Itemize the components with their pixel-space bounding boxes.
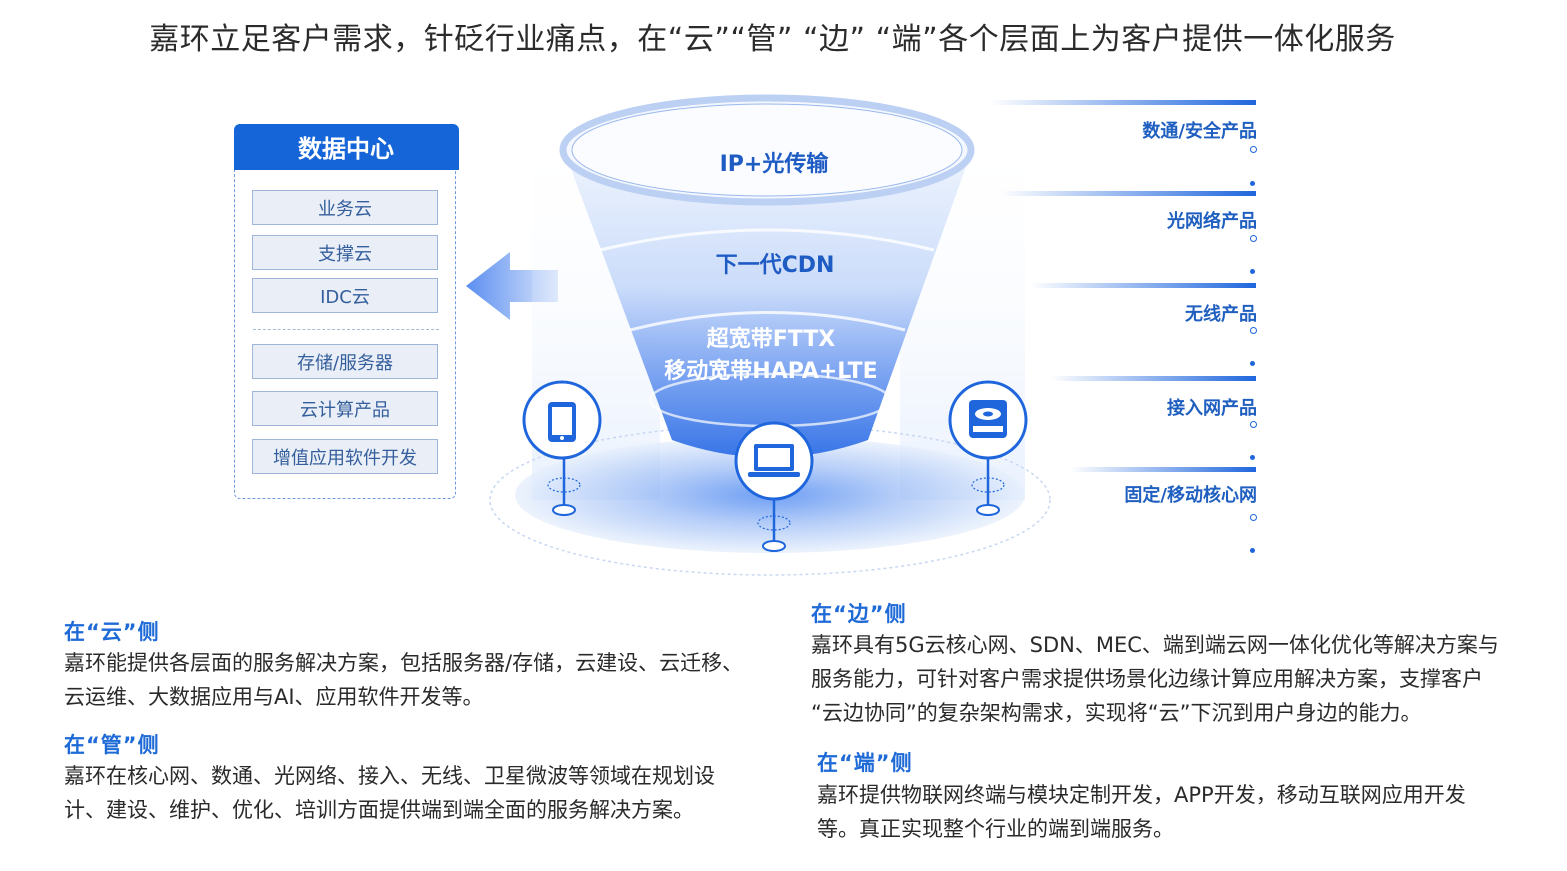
funnel-diagram: IP+光传输 下一代CDN 超宽带FTTX 移动宽带HAPA+LTE: [489, 94, 1051, 576]
section-cloud-title: 在“云”侧: [64, 620, 160, 644]
dot: [1250, 327, 1257, 334]
funnel-layer3-label-2: 移动宽带HAPA+LTE: [664, 358, 877, 384]
dot: [1250, 514, 1257, 521]
dc-item-support-cloud: 支撑云: [252, 235, 438, 270]
dc-item-cloud-computing: 云计算产品: [252, 391, 438, 426]
product-line-3: [1030, 283, 1256, 288]
product-line-2: [1000, 191, 1256, 196]
section-cloud-line: 嘉环能提供各层面的服务解决方案，包括服务器/存储，云建设、云迁移、: [64, 651, 744, 675]
dot: [1250, 455, 1255, 460]
section-cloud-body: 嘉环能提供各层面的服务解决方案，包括服务器/存储，云建设、云迁移、 云运维、大数…: [64, 646, 743, 714]
section-cloud-line: 云运维、大数据应用与AI、应用软件开发等。: [64, 685, 484, 709]
section-pipe-title: 在“管”侧: [64, 733, 160, 757]
section-pipe-body: 嘉环在核心网、数通、光网络、接入、无线、卫星微波等领域在规划设 计、建设、维护、…: [64, 759, 715, 827]
section-pipe-line: 计、建设、维护、优化、培训方面提供端到端全面的服务解决方案。: [64, 798, 694, 822]
section-end-body: 嘉环提供物联网终端与模块定制开发，APP开发，移动互联网应用开发 等。真正实现整…: [817, 778, 1466, 846]
phone-icon: [522, 380, 602, 460]
dot: [1250, 361, 1255, 366]
dot: [1250, 548, 1255, 553]
section-edge-body: 嘉环具有5G云核心网、SDN、MEC、端到端云网一体化优化等解决方案与 服务能力…: [811, 628, 1499, 730]
funnel-layer1-label: IP+光传输: [720, 151, 830, 177]
headline: 嘉环立足客户需求，针砭行业痛点，在“云”“管” “边” “端”各个层面上为客户提…: [149, 22, 1396, 57]
dot: [1250, 269, 1255, 274]
dot: [1250, 235, 1257, 242]
product-line-1: [990, 100, 1256, 105]
data-center-panel: 数据中心 业务云 支撑云 IDC云 存储/服务器 云计算产品 增值应用软件开发: [233, 123, 459, 499]
section-edge-title: 在“边”侧: [811, 602, 907, 626]
product-label-access: 接入网产品: [1167, 398, 1257, 419]
funnel-layer2-label: 下一代CDN: [716, 253, 835, 278]
section-pipe-line: 嘉环在核心网、数通、光网络、接入、无线、卫星微波等领域在规划设: [64, 764, 715, 788]
dot: [1250, 181, 1255, 186]
product-label-optical: 光网络产品: [1167, 211, 1257, 232]
dot: [1250, 421, 1257, 428]
dc-item-idc-cloud: IDC云: [252, 278, 438, 313]
section-end-line: 等。真正实现整个行业的端到端服务。: [817, 817, 1174, 841]
section-end-title: 在“端”侧: [817, 751, 913, 775]
data-center-title: 数据中心: [233, 123, 459, 170]
funnel-layer3-label-1: 超宽带FTTX: [707, 326, 836, 352]
section-edge-line: 服务能力，可针对客户需求提供场景化边缘计算应用解决方案，支撑客户: [811, 667, 1483, 691]
laptop-icon: [734, 421, 814, 501]
section-edge-line: “云边协同”的复杂架构需求，实现将“云”下沉到用户身边的能力。: [811, 701, 1422, 725]
server-icon: [948, 380, 1028, 460]
dc-item-business-cloud: 业务云: [252, 190, 438, 225]
dot: [1250, 146, 1257, 153]
dc-item-value-added-software: 增值应用软件开发: [252, 439, 438, 474]
section-end-line: 嘉环提供物联网终端与模块定制开发，APP开发，移动互联网应用开发: [817, 783, 1466, 807]
left-arrow-icon: [466, 252, 558, 320]
product-label-wireless: 无线产品: [1185, 304, 1257, 325]
section-edge-line: 嘉环具有5G云核心网、SDN、MEC、端到端云网一体化优化等解决方案与: [811, 633, 1499, 657]
product-label-datacom: 数通/安全产品: [1142, 121, 1257, 142]
product-line-4: [1050, 376, 1256, 381]
product-line-5: [1070, 467, 1256, 472]
product-label-core: 固定/移动核心网: [1124, 485, 1257, 506]
dc-item-storage-server: 存储/服务器: [252, 344, 438, 379]
dc-divider: [253, 329, 439, 330]
